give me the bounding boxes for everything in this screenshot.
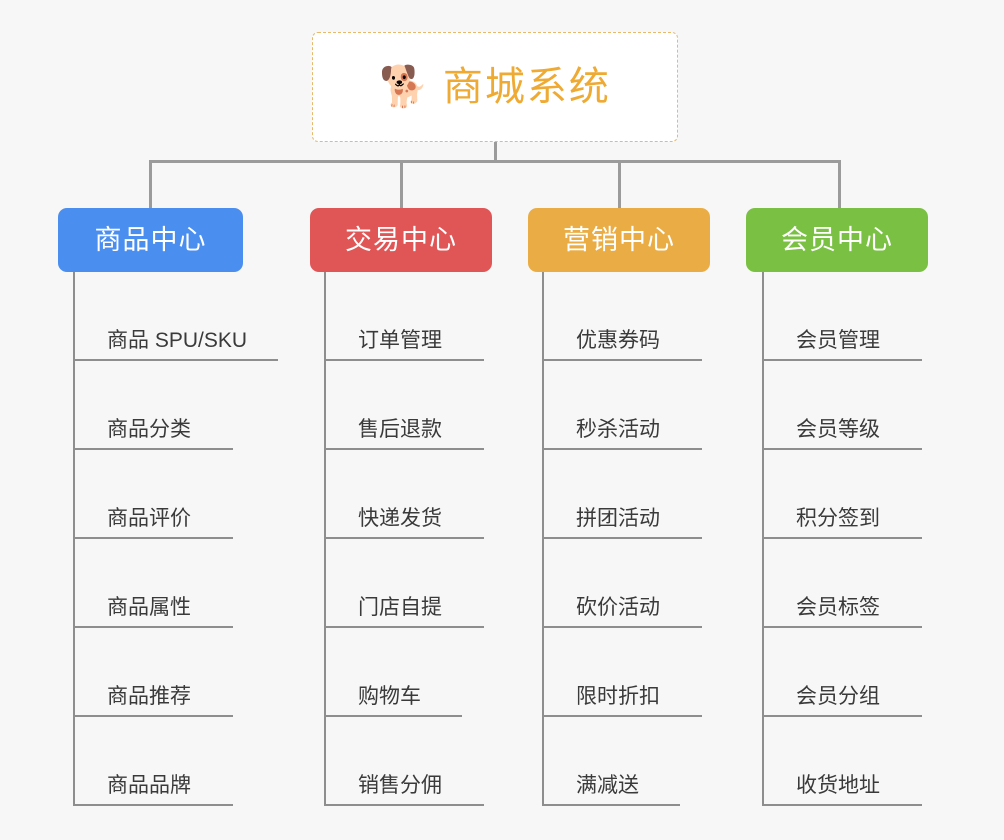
leaf-label: 售后退款 xyxy=(358,418,442,441)
leaf-label: 订单管理 xyxy=(358,329,442,352)
leaf-item[interactable]: 砍价活动 xyxy=(542,539,702,628)
leaf-item[interactable]: 售后退款 xyxy=(324,361,484,450)
category-label: 会员中心 xyxy=(781,224,893,255)
leaf-underline xyxy=(542,626,702,628)
leaf-item[interactable]: 会员管理 xyxy=(762,272,922,361)
leaf-label: 销售分佣 xyxy=(358,774,442,797)
root-node[interactable]: 🐕 商城系统 xyxy=(312,32,678,142)
branch-drop-connector-1 xyxy=(149,160,152,210)
leaf-item[interactable]: 会员标签 xyxy=(762,539,922,628)
leaf-item[interactable]: 快递发货 xyxy=(324,450,484,539)
branch-trunk-line xyxy=(542,272,544,806)
category-box-3[interactable]: 营销中心 xyxy=(528,208,710,272)
leaf-item[interactable]: 门店自提 xyxy=(324,539,484,628)
leaf-label: 优惠券码 xyxy=(576,329,660,352)
leaf-item[interactable]: 会员等级 xyxy=(762,361,922,450)
leaf-item[interactable]: 商品分类 xyxy=(73,361,233,450)
leaf-item[interactable]: 销售分佣 xyxy=(324,717,484,806)
leaf-underline xyxy=(324,804,484,806)
branch-drop-connector-2 xyxy=(400,160,403,210)
leaf-underline xyxy=(73,626,233,628)
leaf-underline xyxy=(542,448,702,450)
leaf-item[interactable]: 优惠券码 xyxy=(542,272,702,361)
leaf-label: 秒杀活动 xyxy=(576,418,660,441)
branch-trunk-line xyxy=(324,272,326,806)
branch-column-2: 订单管理售后退款快递发货门店自提购物车销售分佣 xyxy=(324,272,584,806)
leaf-underline xyxy=(73,804,233,806)
leaf-label: 商品 SPU/SKU xyxy=(107,329,248,352)
leaf-label: 会员标签 xyxy=(796,596,880,619)
leaf-item[interactable]: 秒杀活动 xyxy=(542,361,702,450)
root-title: 商城系统 xyxy=(442,65,611,109)
leaf-underline xyxy=(762,448,922,450)
leaf-label: 商品推荐 xyxy=(107,685,191,708)
leaf-label: 限时折扣 xyxy=(576,685,660,708)
category-label: 营销中心 xyxy=(563,224,675,255)
leaf-underline xyxy=(324,626,484,628)
leaf-label: 满减送 xyxy=(576,774,639,797)
leaf-underline xyxy=(542,359,702,361)
branch-column-1: 商品 SPU/SKU 商品分类商品评价商品属性商品推荐商品品牌 xyxy=(73,272,333,806)
leaf-label: 商品属性 xyxy=(107,596,191,619)
leaf-label: 商品分类 xyxy=(107,418,191,441)
leaf-label: 商品品牌 xyxy=(107,774,191,797)
category-label: 交易中心 xyxy=(345,224,457,255)
branch-drop-connector-3 xyxy=(618,160,621,210)
leaf-item[interactable]: 商品属性 xyxy=(73,539,233,628)
leaf-item[interactable]: 拼团活动 xyxy=(542,450,702,539)
leaf-label: 快递发货 xyxy=(358,507,442,530)
leaf-item[interactable]: 会员分组 xyxy=(762,628,922,717)
leaf-item[interactable]: 商品推荐 xyxy=(73,628,233,717)
leaf-label: 购物车 xyxy=(358,685,421,708)
leaf-underline xyxy=(73,537,233,539)
leaf-label: 砍价活动 xyxy=(576,596,660,619)
category-box-1[interactable]: 商品中心 xyxy=(58,208,243,272)
leaf-underline xyxy=(324,448,484,450)
leaf-underline xyxy=(762,537,922,539)
leaf-item[interactable]: 限时折扣 xyxy=(542,628,702,717)
leaf-label: 会员管理 xyxy=(796,329,880,352)
leaf-item[interactable]: 购物车 xyxy=(324,628,462,717)
branch-drop-connector-4 xyxy=(838,160,841,210)
leaf-item[interactable]: 商品评价 xyxy=(73,450,233,539)
branch-column-4: 会员管理会员等级积分签到会员标签会员分组收货地址 xyxy=(762,272,1004,806)
leaf-underline xyxy=(762,626,922,628)
category-box-2[interactable]: 交易中心 xyxy=(310,208,492,272)
branch-trunk-line xyxy=(762,272,764,806)
branch-trunk-line xyxy=(73,272,75,806)
leaf-label: 积分签到 xyxy=(796,507,880,530)
leaf-label: 会员等级 xyxy=(796,418,880,441)
branch-column-3: 优惠券码秒杀活动拼团活动砍价活动限时折扣满减送 xyxy=(542,272,802,806)
leaf-item[interactable]: 商品 SPU/SKU xyxy=(73,272,278,361)
leaf-label: 会员分组 xyxy=(796,685,880,708)
leaf-item[interactable]: 积分签到 xyxy=(762,450,922,539)
leaf-label: 拼团活动 xyxy=(576,507,660,530)
leaf-label: 门店自提 xyxy=(358,596,442,619)
leaf-item[interactable]: 订单管理 xyxy=(324,272,484,361)
leaf-label: 商品评价 xyxy=(107,507,191,530)
leaf-item[interactable]: 商品品牌 xyxy=(73,717,233,806)
leaf-underline xyxy=(542,804,680,806)
leaf-underline xyxy=(324,715,462,717)
leaf-underline xyxy=(762,359,922,361)
leaf-underline xyxy=(542,537,702,539)
horizontal-bus-connector xyxy=(149,160,841,163)
leaf-underline xyxy=(324,537,484,539)
leaf-underline xyxy=(762,715,922,717)
leaf-label: 收货地址 xyxy=(796,774,880,797)
leaf-underline xyxy=(73,715,233,717)
category-label: 商品中心 xyxy=(94,224,207,255)
leaf-underline xyxy=(762,804,922,806)
leaf-item[interactable]: 满减送 xyxy=(542,717,680,806)
leaf-item[interactable]: 收货地址 xyxy=(762,717,922,806)
leaf-underline xyxy=(73,448,233,450)
root-stem-connector xyxy=(494,142,497,163)
shiba-dog-face-icon: 🐕 xyxy=(379,65,429,109)
leaf-underline xyxy=(542,715,702,717)
category-box-4[interactable]: 会员中心 xyxy=(746,208,928,272)
leaf-underline xyxy=(324,359,484,361)
leaf-underline xyxy=(73,359,278,361)
